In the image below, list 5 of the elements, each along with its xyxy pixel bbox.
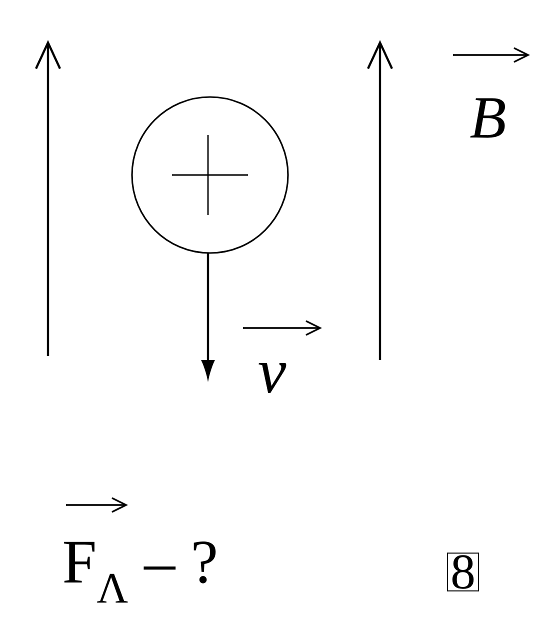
vector-label: B — [453, 47, 530, 138]
number-box: 8 — [447, 552, 479, 592]
vector-label: v — [243, 320, 322, 393]
charge-circle — [131, 96, 289, 254]
vector-label: F$_{Λ}$ – ? — [64, 497, 216, 603]
